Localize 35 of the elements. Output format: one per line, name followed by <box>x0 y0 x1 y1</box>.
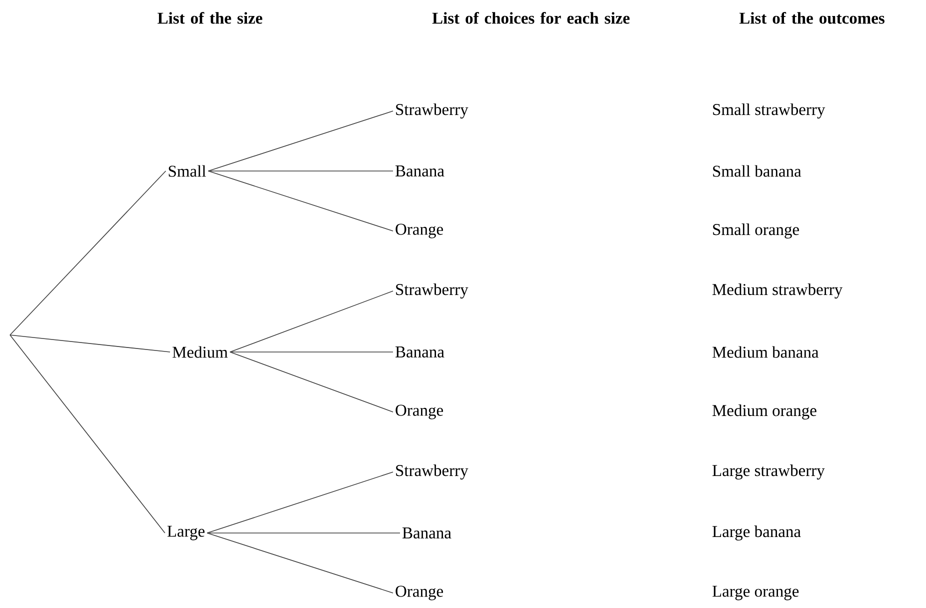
outcome-label: Small banana <box>713 165 802 177</box>
branch-line <box>206 532 400 534</box>
branch-line <box>10 170 166 336</box>
branch-line <box>206 472 394 534</box>
choice-label: Banana <box>402 528 452 538</box>
outcome-label: Large orange <box>712 586 799 600</box>
size-label: Medium <box>172 346 228 358</box>
column-heading: List of choices for each size <box>432 12 630 24</box>
outcome-label: Small orange <box>713 224 799 238</box>
choice-label: Banana <box>395 346 444 358</box>
branch-line <box>208 170 394 172</box>
outcome-label: Medium orange <box>712 404 816 420</box>
outcome-label: Small strawberry <box>713 104 826 118</box>
choice-label: Banana <box>395 166 444 176</box>
choice-label: Strawberry <box>396 284 468 298</box>
outcome-label: Medium strawberry <box>712 284 843 298</box>
branch-line <box>206 532 394 594</box>
branch-line <box>208 110 394 172</box>
size-label: Large <box>167 526 205 540</box>
choice-label: Orange <box>396 404 443 420</box>
choice-label: Strawberry <box>396 104 468 118</box>
branch-line <box>208 170 394 232</box>
branch-line <box>10 334 166 534</box>
outcome-label: Medium banana <box>712 346 819 358</box>
choice-label: Strawberry <box>396 464 468 480</box>
branch-line <box>230 290 394 352</box>
choice-label: Orange <box>396 224 443 238</box>
choice-label: Orange <box>396 586 443 600</box>
column-heading: List of the size <box>158 12 262 24</box>
size-label: Small <box>168 165 206 177</box>
column-heading: List of the outcomes <box>739 12 884 24</box>
outcome-label: Large banana <box>712 526 801 540</box>
outcome-label: Large strawberry <box>712 464 825 480</box>
branch-line <box>230 352 394 412</box>
branch-line <box>10 334 170 352</box>
